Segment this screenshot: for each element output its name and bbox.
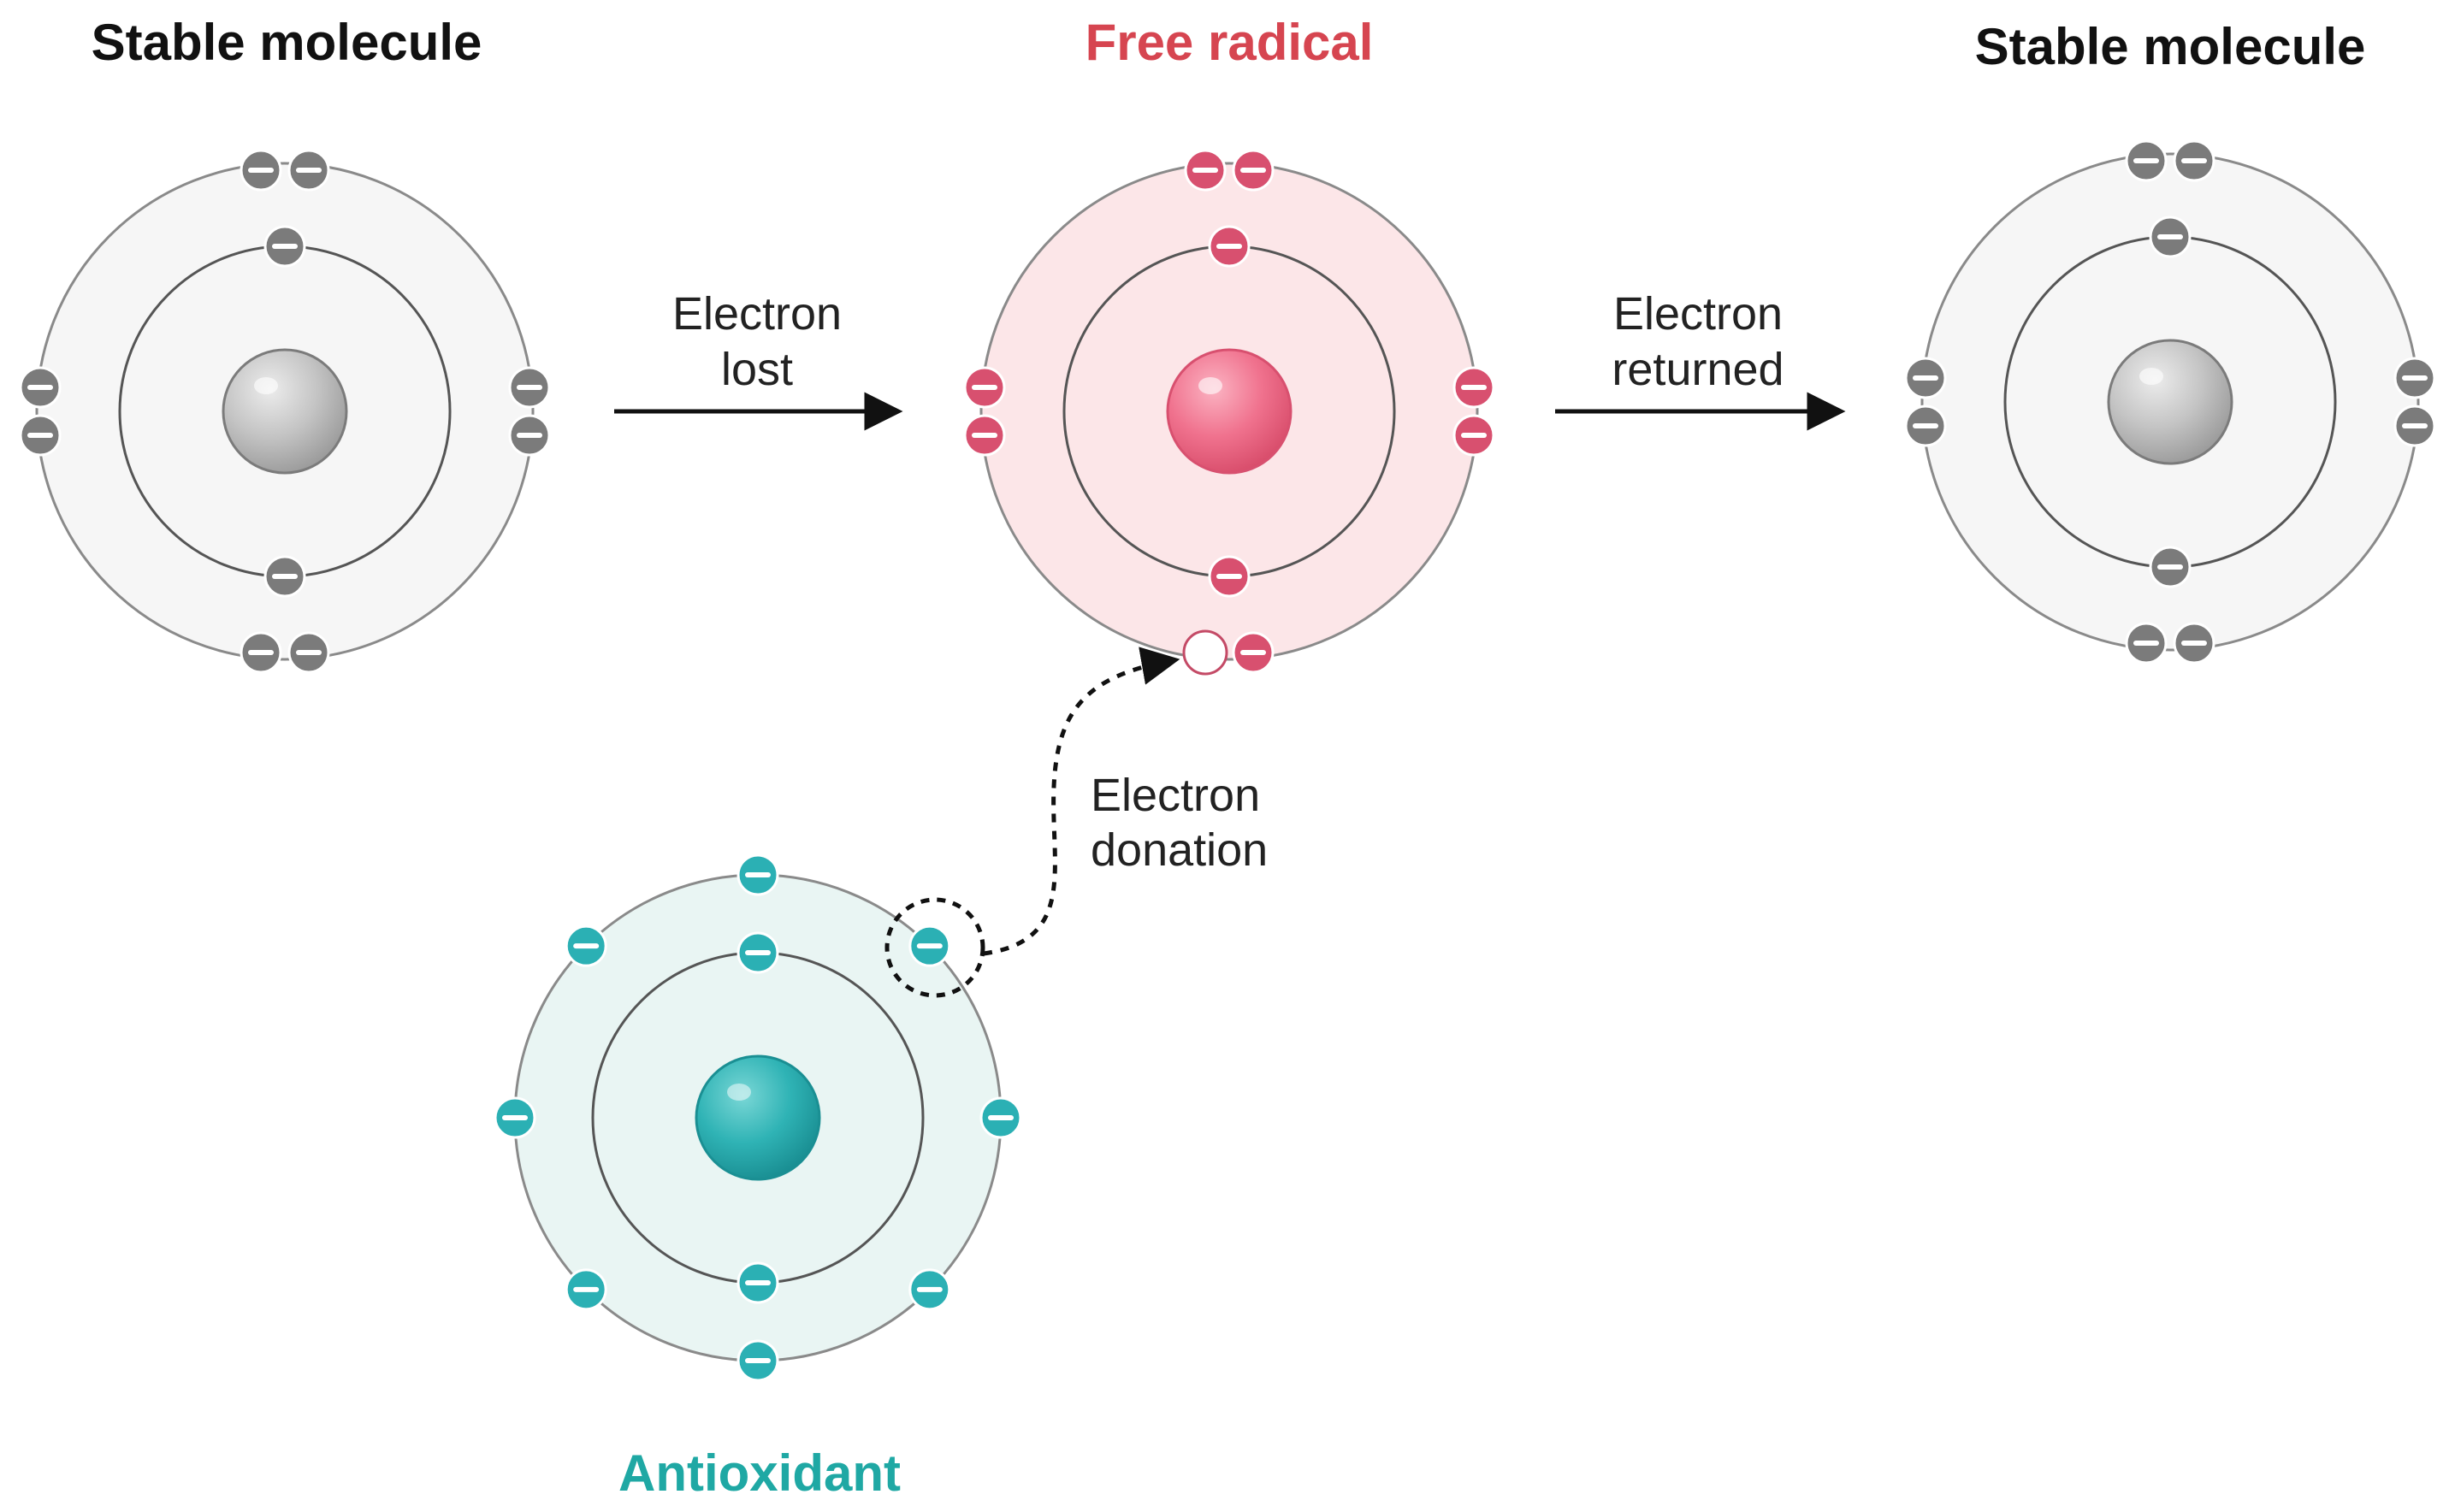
electron-donation-label-line2: donation <box>1091 824 1268 876</box>
electron-icon <box>2393 405 2436 447</box>
electron-donation-label-line1: Electron <box>1091 770 1260 821</box>
electron-icon <box>1184 149 1227 192</box>
electron-icon <box>287 631 330 674</box>
electron-icon <box>736 931 779 974</box>
electron-icon <box>1208 555 1251 598</box>
stable-molecule-right-atom <box>1904 139 2436 664</box>
electron-icon <box>1232 631 1275 674</box>
electron-icon <box>508 414 551 457</box>
electron-icon <box>19 366 62 409</box>
stable-molecule-left-atom <box>19 149 551 674</box>
title-stable-left: Stable molecule <box>92 14 482 71</box>
nucleus-icon <box>695 1054 821 1181</box>
free-radical-atom <box>963 149 1495 676</box>
electron-icon <box>2149 546 2192 588</box>
electron-icon <box>963 366 1006 409</box>
electron-icon <box>1904 405 1947 447</box>
electron-icon <box>494 1096 536 1139</box>
electron-icon <box>1904 357 1947 399</box>
electron-lost-label-line1: Electron <box>672 288 842 340</box>
electron-icon <box>1232 149 1275 192</box>
missing-electron-icon <box>1182 629 1228 676</box>
electron-donation-arrow <box>983 647 1180 956</box>
antioxidant-atom <box>494 853 1022 1382</box>
electron-icon <box>565 1268 607 1311</box>
electron-returned-label-line2: returned <box>1612 344 1784 395</box>
electron-icon <box>263 225 306 268</box>
electron-icon <box>1208 225 1251 268</box>
nucleus-icon <box>222 348 348 475</box>
title-stable-right: Stable molecule <box>1975 18 2366 75</box>
electron-icon <box>979 1096 1022 1139</box>
electron-icon <box>908 1268 951 1311</box>
title-antioxidant: Antioxidant <box>618 1444 901 1502</box>
electron-lost-label-line2: lost <box>721 344 793 395</box>
electron-icon <box>963 414 1006 457</box>
electron-icon <box>2149 216 2192 258</box>
electron-icon <box>508 366 551 409</box>
title-free-radical: Free radical <box>1086 14 1374 71</box>
electron-returned-label-line1: Electron <box>1613 288 1783 340</box>
electron-icon <box>263 555 306 598</box>
electron-icon <box>2125 139 2168 182</box>
electron-icon <box>1452 366 1495 409</box>
electron-icon <box>240 631 282 674</box>
nucleus-icon <box>1166 348 1293 475</box>
electron-icon <box>19 414 62 457</box>
electron-icon <box>736 1339 779 1382</box>
electron-icon <box>287 149 330 192</box>
electron-icon <box>565 924 607 967</box>
electron-icon <box>2173 139 2215 182</box>
electron-icon <box>2393 357 2436 399</box>
electron-icon <box>240 149 282 192</box>
electron-icon <box>736 853 779 896</box>
nucleus-icon <box>2107 339 2233 465</box>
electron-icon <box>736 1261 779 1304</box>
donated-electron-highlight-circle <box>884 897 985 998</box>
electron-icon <box>2125 622 2168 664</box>
electron-icon <box>2173 622 2215 664</box>
donated-electron-icon <box>908 924 951 967</box>
electron-icon <box>1452 414 1495 457</box>
